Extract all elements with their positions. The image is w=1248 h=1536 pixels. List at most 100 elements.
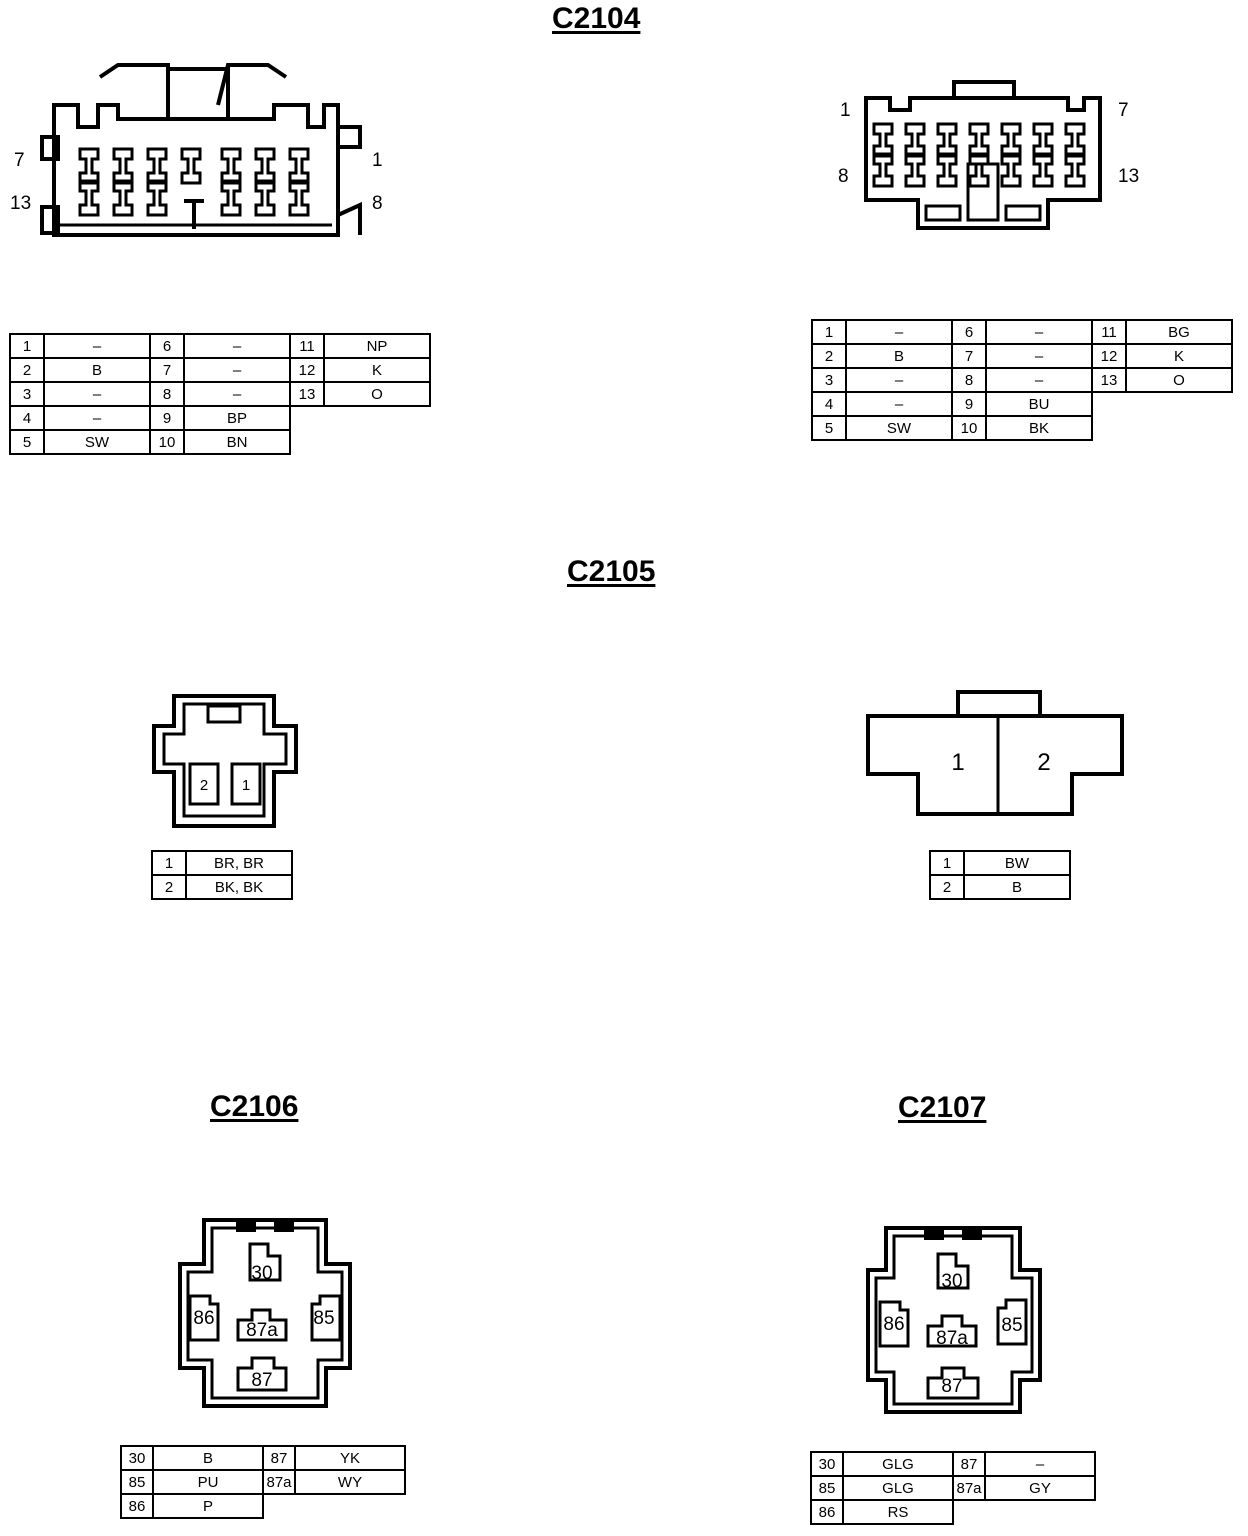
wire-color: – <box>845 391 953 417</box>
wire-color: K <box>323 357 431 383</box>
c2107-cavity-label: 30 <box>941 1271 962 1292</box>
wire-color: BU <box>985 391 1093 417</box>
wire-color: B <box>152 1445 264 1471</box>
c2105-left-cavity-label: 1 <box>242 777 250 794</box>
pin-number: 9 <box>149 405 185 431</box>
c2107-cavity-label: 85 <box>1001 1315 1022 1336</box>
c2104-left-label-top-left: 7 <box>14 150 25 171</box>
c2105-left-connector-icon: 2 1 <box>152 694 298 828</box>
pin-number: 1 <box>9 333 45 359</box>
table-row: 85 GLG 87a GY <box>810 1475 1096 1501</box>
pin-number: 4 <box>811 391 847 417</box>
table-row: 30 B 87 YK <box>120 1445 406 1471</box>
c2106-cavity-label: 85 <box>313 1308 334 1329</box>
pin-number: 11 <box>289 333 325 359</box>
table-row: 4 – 9 BP <box>9 405 430 431</box>
pin-number: 2 <box>929 874 965 900</box>
c2104-title: C2104 <box>552 2 641 35</box>
wire-color: SW <box>43 429 151 455</box>
wire-color: GLG <box>842 1451 954 1477</box>
pin-number: 7 <box>951 343 987 369</box>
table-row: 2 B 7 – 12 K <box>9 357 431 383</box>
table-row: 3 – 8 – 13 O <box>9 381 431 407</box>
wire-color: PU <box>152 1469 264 1495</box>
wire-color: – <box>43 405 151 431</box>
pin-number: 5 <box>811 415 847 441</box>
wire-color: – <box>985 343 1093 369</box>
wire-color: BN <box>183 429 291 455</box>
pin-number: 87a <box>952 1475 986 1501</box>
c2107-relay-connector-icon: 30 86 87a 85 87 <box>866 1226 1042 1414</box>
pin-number: 12 <box>289 357 325 383</box>
table-row: 2 B <box>929 874 1071 900</box>
c2104-right-connector-icon <box>864 80 1102 230</box>
pin-number: 30 <box>120 1445 154 1471</box>
wire-color: B <box>963 874 1071 900</box>
pin-number: 4 <box>9 405 45 431</box>
pin-number: 2 <box>9 357 45 383</box>
table-row: 4 – 9 BU <box>811 391 1232 417</box>
pin-number: 9 <box>951 391 987 417</box>
c2107-cavity-label: 87a <box>936 1328 968 1349</box>
wire-color: – <box>183 381 291 407</box>
wire-color: B <box>845 343 953 369</box>
pin-number: 3 <box>811 367 847 393</box>
c2106-cavity-label: 86 <box>193 1308 214 1329</box>
table-row: 3 – 8 – 13 O <box>811 367 1233 393</box>
c2106-relay-connector-icon: 30 86 87a 85 87 <box>178 1218 352 1408</box>
c2106-cavity-label: 87 <box>251 1370 272 1391</box>
pin-number: 87 <box>262 1445 296 1471</box>
pin-number: 85 <box>810 1475 844 1501</box>
c2104-right-label-top-right: 7 <box>1118 100 1129 121</box>
c2106-pin-table: 30 B 87 YK 85 PU 87a WY 86 P <box>120 1445 406 1519</box>
table-row: 5 SW 10 BN <box>9 429 430 455</box>
wire-color: – <box>183 333 291 359</box>
table-row: 5 SW 10 BK <box>811 415 1232 441</box>
wire-color: P <box>152 1493 264 1519</box>
pin-number: 86 <box>120 1493 154 1519</box>
wire-color: – <box>984 1451 1096 1477</box>
wire-color: GY <box>984 1475 1096 1501</box>
pin-number: 10 <box>951 415 987 441</box>
table-row: 1 – 6 – 11 BG <box>811 319 1233 345</box>
pin-number: 86 <box>810 1499 844 1525</box>
wire-color: BG <box>1125 319 1233 345</box>
c2105-right-connector-icon: 1 2 <box>866 690 1124 816</box>
c2107-title: C2107 <box>898 1091 987 1124</box>
table-row: 2 BK, BK <box>151 874 293 900</box>
wire-color: BW <box>963 850 1071 876</box>
wire-color: – <box>985 367 1093 393</box>
wire-color: – <box>43 333 151 359</box>
c2105-right-cavity-label: 2 <box>1037 749 1050 776</box>
c2106-title: C2106 <box>210 1090 299 1123</box>
pin-number: 10 <box>149 429 185 455</box>
c2105-title: C2105 <box>567 555 656 588</box>
c2104-left-connector-icon <box>40 63 362 237</box>
pin-number: 8 <box>951 367 987 393</box>
table-row: 30 GLG 87 – <box>810 1451 1096 1477</box>
c2104-left-label-bottom-right: 8 <box>372 193 383 214</box>
c2105-left-cavity-label: 2 <box>200 777 208 794</box>
wire-color: SW <box>845 415 953 441</box>
pin-number: 1 <box>151 850 187 876</box>
pin-number: 8 <box>149 381 185 407</box>
pin-number: 6 <box>149 333 185 359</box>
c2105-right-cavity-label: 1 <box>951 749 964 776</box>
c2104-right-label-top-left: 1 <box>840 100 851 121</box>
wire-color: – <box>43 381 151 407</box>
pin-number: 7 <box>149 357 185 383</box>
table-row: 86 P <box>120 1493 405 1519</box>
c2106-cavity-label: 87a <box>246 1320 278 1341</box>
table-row: 85 PU 87a WY <box>120 1469 406 1495</box>
wire-color: BK, BK <box>185 874 293 900</box>
wire-color: O <box>1125 367 1233 393</box>
c2104-right-label-bottom-left: 8 <box>838 166 849 187</box>
table-row: 1 – 6 – 11 NP <box>9 333 431 359</box>
pin-number: 85 <box>120 1469 154 1495</box>
pin-number: 30 <box>810 1451 844 1477</box>
wire-color: – <box>845 367 953 393</box>
wire-color: YK <box>294 1445 406 1471</box>
wire-color: WY <box>294 1469 406 1495</box>
c2105-left-pin-table: 1 BR, BR 2 BK, BK <box>151 850 293 900</box>
pin-number: 3 <box>9 381 45 407</box>
